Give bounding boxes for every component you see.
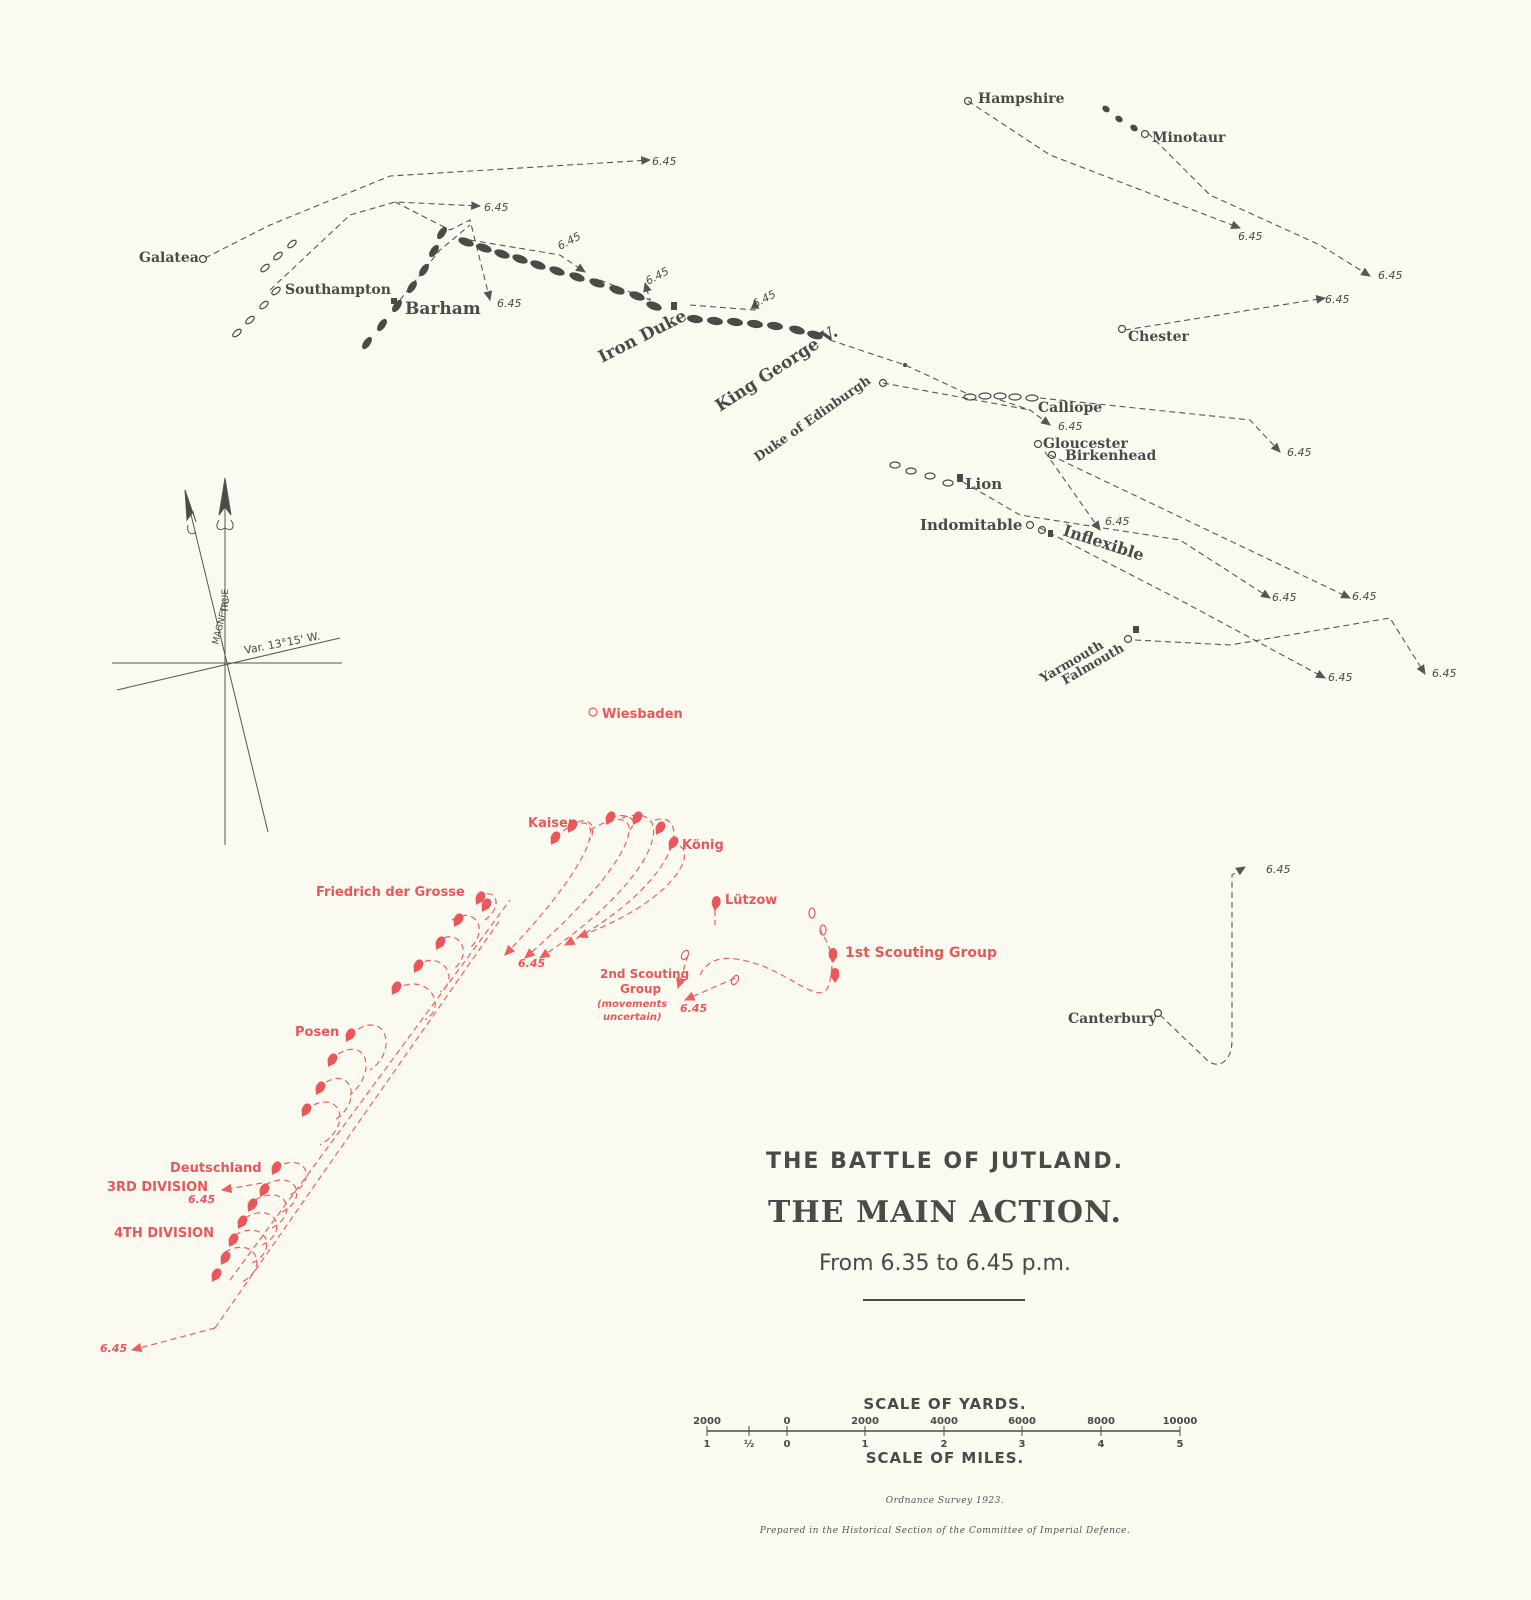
- time-label: 6.45: [1432, 667, 1457, 680]
- british-ships: [198, 96, 1163, 1018]
- scale-yards-tick: 0: [784, 1416, 791, 1427]
- label-lion: Lion: [965, 475, 1002, 493]
- time-label: 6.45: [1238, 230, 1263, 243]
- scale-yards-tick: 2000: [693, 1416, 721, 1427]
- time-label: 6.45: [100, 1342, 127, 1355]
- time-label: 6.45: [1287, 446, 1312, 459]
- scale-yards-tick: 6000: [1008, 1416, 1036, 1427]
- time-label: 6.45: [1325, 293, 1350, 306]
- scale-bar: SCALE OF YARDS. 2000 0 2000 4000 6000 80…: [693, 1395, 1197, 1467]
- label-galatea: Galatea: [139, 250, 199, 266]
- label-3rd-division: 3RD DIVISION: [107, 1180, 208, 1195]
- scale-yards-title: SCALE OF YARDS.: [863, 1395, 1026, 1413]
- time-label: 6.45: [518, 957, 545, 970]
- scale-miles-tick: 3: [1019, 1439, 1026, 1450]
- label-minotaur: Minotaur: [1152, 130, 1226, 146]
- german-tracks: [130, 814, 833, 1353]
- scale-miles-tick: 0: [784, 1439, 791, 1450]
- time-label: 6.45: [484, 201, 509, 214]
- scale-miles-tick: 1: [862, 1439, 869, 1450]
- scale-miles-tick: 1: [704, 1439, 711, 1450]
- label-2nd-scouting: 2nd Scouting: [600, 967, 689, 981]
- label-chester: Chester: [1128, 329, 1189, 345]
- british-tracks: [204, 100, 1426, 1065]
- label-1st-scouting-group: 1st Scouting Group: [845, 945, 997, 961]
- german-ships: [208, 707, 840, 1285]
- time-label: 6.45: [1378, 269, 1403, 282]
- title-line-1: THE BATTLE OF JUTLAND.: [766, 1149, 1124, 1174]
- label-inflexible: Inflexible: [1061, 521, 1147, 565]
- scale-miles-tick: ½: [744, 1439, 754, 1450]
- label-4th-division: 4TH DIVISION: [114, 1226, 214, 1241]
- scale-miles-tick: 5: [1177, 1439, 1184, 1450]
- scale-miles-title: SCALE OF MILES.: [866, 1449, 1024, 1467]
- label-friedrich-der-grosse: Friedrich der Grosse: [316, 885, 465, 900]
- scale-miles-tick: 4: [1098, 1439, 1105, 1450]
- german-time-labels: 6.45 6.45 6.45 6.45: [100, 957, 707, 1355]
- label-birkenhead: Birkenhead: [1065, 448, 1156, 464]
- time-label: 6.45: [1272, 591, 1297, 604]
- time-label: 6.45: [1266, 863, 1291, 876]
- time-label: 6.45: [750, 288, 778, 311]
- label-lutzow: Lützow: [725, 893, 777, 908]
- time-label: 6.45: [652, 155, 677, 168]
- time-label: 6.45: [555, 230, 583, 253]
- label-barham: Barham: [405, 299, 481, 319]
- compass-rose: [112, 477, 342, 845]
- title-line-3: From 6.35 to 6.45 p.m.: [819, 1251, 1071, 1276]
- label-deutschland: Deutschland: [170, 1161, 262, 1176]
- scale-yards-tick: 10000: [1163, 1416, 1198, 1427]
- label-wiesbaden: Wiesbaden: [602, 707, 683, 722]
- label-kaiser: Kaiser: [528, 816, 575, 831]
- footer: Ordnance Survey 1923. Prepared in the Hi…: [759, 1496, 1131, 1536]
- time-label: 6.45: [1105, 515, 1130, 528]
- label-uncertain: uncertain): [603, 1012, 662, 1023]
- label-gloucester: Gloucester: [1043, 436, 1128, 452]
- time-label: 6.45: [1352, 590, 1377, 603]
- label-calliope: Calliope: [1038, 400, 1102, 416]
- label-canterbury: Canterbury: [1068, 1011, 1157, 1027]
- label-movements: (movements: [597, 999, 667, 1010]
- scale-miles-tick: 2: [941, 1439, 948, 1450]
- british-labels: Hampshire Minotaur Galatea Southampton B…: [139, 91, 1226, 1027]
- label-southampton: Southampton: [285, 282, 391, 298]
- compass-true-label: TRUE: [221, 589, 231, 614]
- time-label: 6.45: [1328, 671, 1353, 684]
- time-label: 6.45: [188, 1193, 215, 1206]
- label-iron-duke: Iron Duke: [595, 306, 690, 368]
- german-labels: Wiesbaden Kaiser König Lützow Friedrich …: [107, 707, 997, 1241]
- scale-yards-tick: 2000: [851, 1416, 879, 1427]
- label-2nd-scouting-group: Group: [620, 982, 662, 996]
- time-label: 6.45: [497, 297, 522, 310]
- title-line-2: THE MAIN ACTION.: [768, 1195, 1122, 1230]
- label-duke-of-edinburgh: Duke of Edinburgh: [752, 373, 875, 465]
- map-title: THE BATTLE OF JUTLAND. THE MAIN ACTION. …: [766, 1149, 1124, 1301]
- label-king-george-v: King George V.: [712, 322, 842, 416]
- label-posen: Posen: [295, 1025, 339, 1040]
- label-konig: König: [682, 838, 724, 853]
- footer-prepared: Prepared in the Historical Section of th…: [759, 1526, 1131, 1536]
- scale-yards-tick: 8000: [1087, 1416, 1115, 1427]
- time-label: 6.45: [680, 1002, 707, 1015]
- time-label: 6.45: [643, 265, 671, 288]
- footer-survey: Ordnance Survey 1923.: [886, 1496, 1005, 1506]
- time-label: 6.45: [1058, 420, 1083, 433]
- label-hampshire: Hampshire: [978, 91, 1065, 107]
- scale-yards-tick: 4000: [930, 1416, 958, 1427]
- compass-variation-label: Var. 13°15' W.: [243, 629, 321, 656]
- label-indomitable: Indomitable: [920, 516, 1022, 534]
